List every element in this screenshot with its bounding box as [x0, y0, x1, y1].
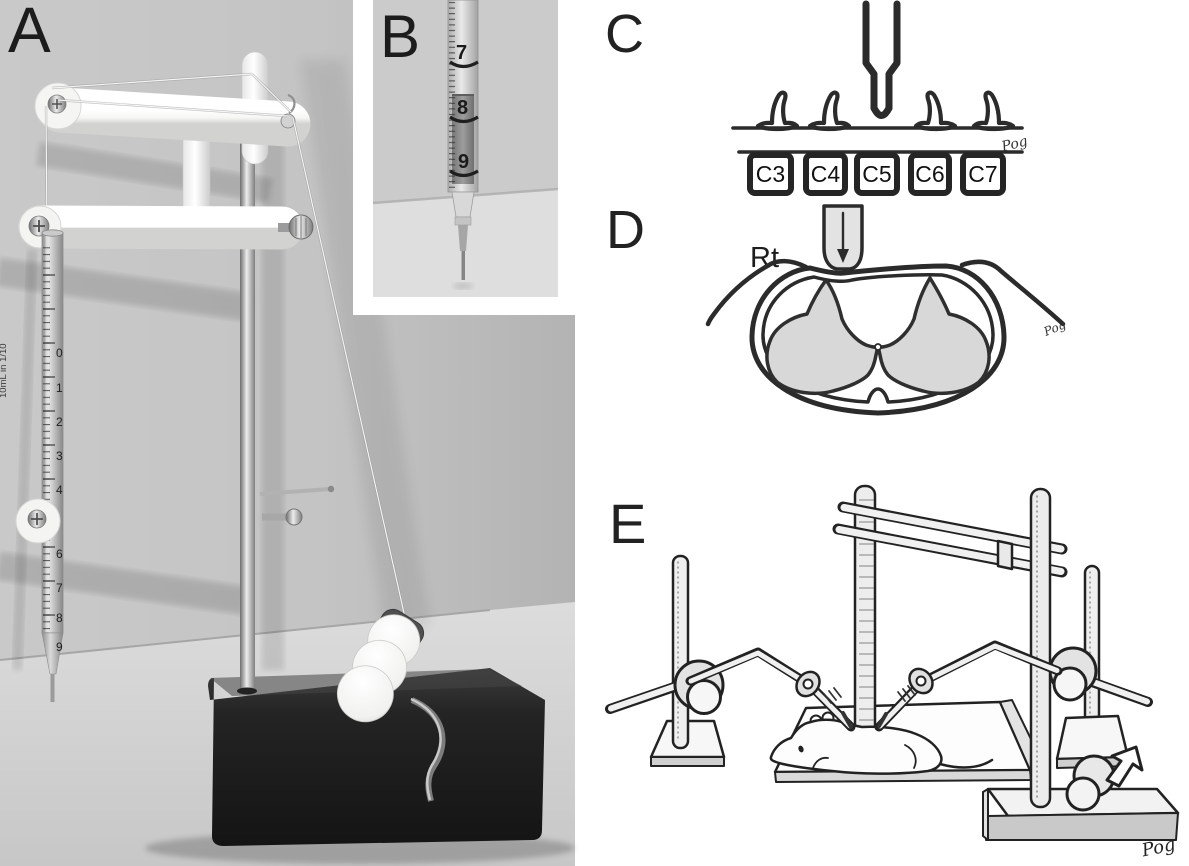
syringe: 7 8 9: [447, 0, 479, 280]
vertebra-box-c4: [803, 152, 848, 196]
drop-weight: [336, 608, 425, 723]
svg-text:2: 2: [56, 415, 63, 429]
svg-text:C4: C4: [811, 161, 841, 187]
panel-label-e: E: [609, 492, 646, 555]
artist-signature: Pog: [1041, 317, 1068, 339]
vertebra-box-c3: [747, 152, 794, 196]
arm-end-screw: [280, 113, 296, 129]
needle-tip: [461, 251, 465, 280]
stand-rod: [240, 130, 255, 692]
panel-label-a: A: [8, 0, 51, 66]
rat-eye: [798, 745, 804, 753]
rotation-arrow: [1105, 745, 1144, 788]
svg-text:C7: C7: [968, 161, 997, 187]
vertebra-labels: C3 C4 C5 C6 C7: [756, 161, 998, 187]
impactor-tip: [822, 204, 864, 271]
panel-b-inset: 7 8 9 B: [353, 0, 575, 315]
pipette-top-opening: [41, 229, 64, 237]
svg-text:7: 7: [456, 42, 467, 64]
panel-label-b: B: [380, 3, 420, 70]
pipette-tip: [50, 674, 55, 702]
left-tissue-flap: [705, 258, 809, 327]
right-clamp-knob: [1052, 666, 1088, 702]
vertebra-box-c5: [854, 152, 900, 196]
major-graduation-7: [449, 60, 479, 69]
clamp-tip: [877, 712, 888, 728]
bar-connector-block: [996, 539, 1014, 571]
left-clamp-arm: [685, 647, 856, 732]
central-graduated-rod: [853, 484, 877, 736]
svg-text:C5: C5: [862, 161, 891, 187]
forked-impactor-tip: [862, 0, 901, 119]
svg-text:8: 8: [457, 97, 468, 119]
syringe-scale-numbers: 7 8 9: [456, 42, 469, 173]
right-clamp-arm: [874, 640, 1063, 732]
panel-label-d: D: [606, 200, 645, 260]
needle-shaft: [458, 225, 468, 251]
panel-d-diagram: D Rt Pog: [606, 200, 1068, 416]
top-guide-bars: [832, 501, 1068, 578]
artist-signature: Pog: [999, 133, 1029, 155]
rat-foreleg: [812, 756, 829, 769]
guide-pin: [259, 487, 331, 496]
clamp-tip: [841, 711, 853, 729]
svg-text:9: 9: [56, 640, 63, 654]
lower-arm: [15, 485, 335, 544]
tall-stand-rod: [1029, 487, 1052, 809]
vertebra-box-c7: [960, 152, 1006, 196]
major-graduation-8: [449, 115, 479, 124]
right-retractor-stand: [1048, 564, 1153, 769]
svg-text:8: 8: [56, 611, 63, 625]
left-clamp-knob: [686, 679, 722, 715]
hinge-hole: [915, 675, 927, 687]
rat-tail: [938, 758, 994, 769]
left-stand-rod: [671, 554, 690, 750]
rat-body: [769, 718, 943, 775]
svg-text:1: 1: [56, 381, 63, 395]
pipette-scale-numbers: 0 1 2 3 4 6 7 8 9: [56, 346, 63, 654]
svg-text:6: 6: [56, 547, 63, 561]
syringe-hub: [451, 191, 475, 218]
pipette-volume-label: 10mL in 1/10: [0, 343, 9, 398]
panel-c-diagram: C Pog C3 C4 C5 C6 C7: [605, 0, 1029, 196]
hinge-hole: [802, 678, 814, 690]
rat: [769, 711, 994, 775]
major-graduation-9: [449, 169, 479, 178]
stand-base: [208, 668, 545, 846]
rod-base-joint: [237, 687, 257, 695]
svg-text:4: 4: [56, 483, 63, 497]
svg-text:7: 7: [56, 581, 63, 595]
thumbscrew-shaft: [278, 223, 295, 232]
right-tissue-flap: [959, 259, 1066, 327]
svg-text:C6: C6: [915, 161, 944, 187]
svg-text:3: 3: [56, 449, 63, 463]
svg-text:C3: C3: [756, 161, 785, 187]
syringe-ticks: [449, 2, 463, 188]
rat-haunch: [904, 744, 917, 769]
panel-e-diagram: E: [605, 484, 1180, 862]
svg-text:9: 9: [458, 151, 469, 173]
vertebra-boxes: [747, 152, 1006, 196]
vertebra-box-c6: [908, 152, 952, 196]
base-roller-clamp: [1065, 745, 1144, 812]
left-retractor-stand: [605, 554, 726, 767]
svg-text:0: 0: [56, 346, 63, 360]
panel-label-c: C: [605, 4, 644, 64]
central-canal: [874, 343, 882, 351]
